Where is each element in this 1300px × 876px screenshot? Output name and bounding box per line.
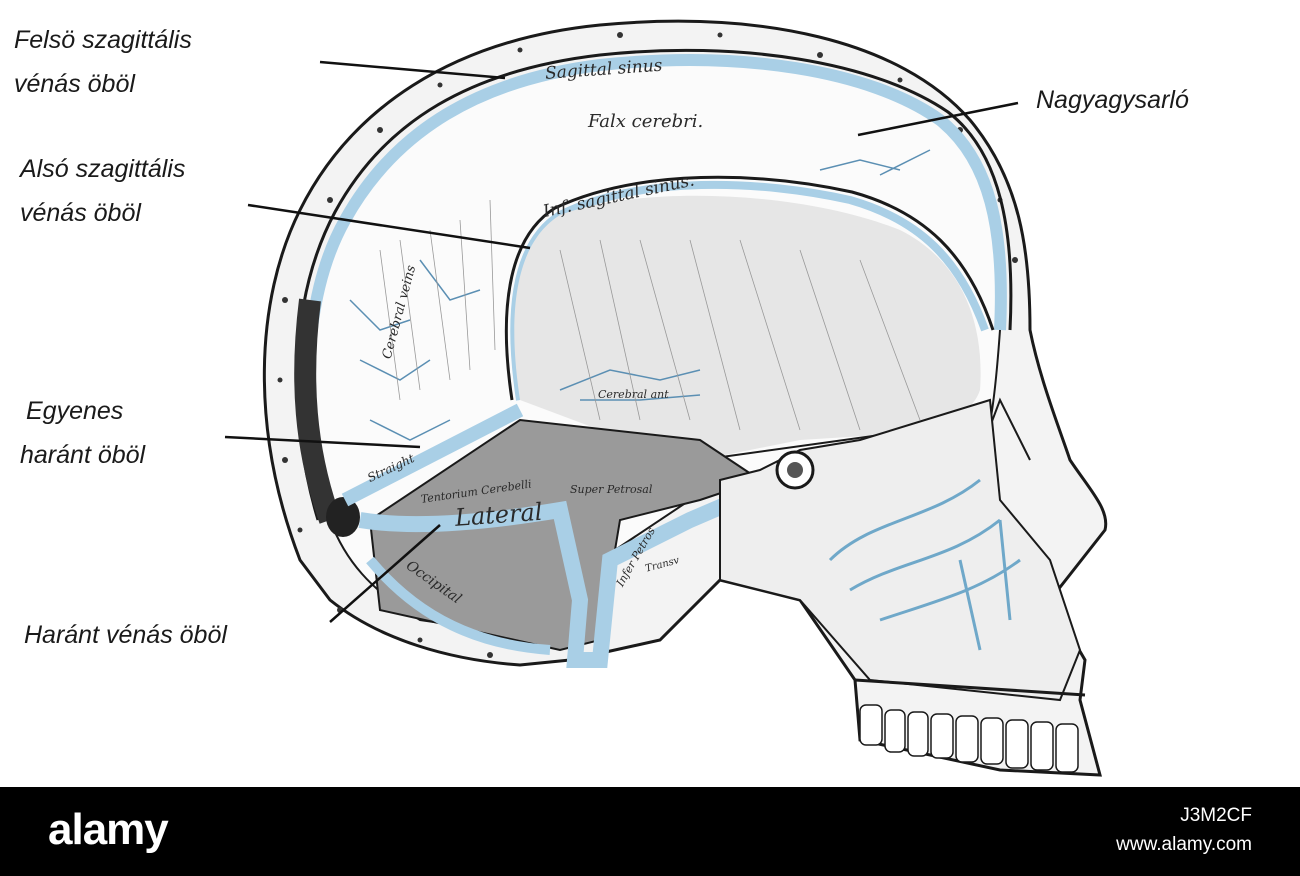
label-superior-line2: vénás öböl: [14, 70, 135, 98]
label-superior-line1: Felsö szagittális: [14, 26, 192, 54]
label-superior-sagittal-sinus: Felsö szagittális vénás öböl: [14, 18, 192, 106]
straight-sinus: [341, 403, 524, 507]
site-url: www.alamy.com: [1116, 834, 1252, 855]
label-straight-line2: haránt öböl: [20, 441, 146, 469]
label-transverse-sinus: Haránt vénás öböl: [24, 621, 227, 649]
engraving-falx-cerebri: Falx cerebri.: [587, 111, 703, 132]
leader-superior-sagittal: [319, 60, 506, 80]
label-inferior-line1: Alsó szagittális: [20, 155, 186, 183]
brand-logo: alamy: [48, 805, 169, 854]
label-inferior-line2: vénás öböl: [20, 199, 141, 227]
label-straight-line1: Egyenes: [26, 397, 124, 425]
label-straight-sinus: Egyenes haránt öböl: [20, 389, 145, 477]
watermark-footer: alamy J3M2CF www.alamy.com: [0, 787, 1300, 876]
leader-inferior-sagittal: [247, 203, 531, 250]
engraving-cerebral-ant: Cerebral ant: [598, 388, 669, 401]
stock-id: J3M2CF: [1180, 805, 1252, 826]
engraving-lateral: Lateral: [453, 498, 543, 532]
skull-illustration: Sagittal sinus Falx cerebri. Inf. sagitt…: [224, 19, 1108, 777]
leader-falx: [857, 101, 1019, 137]
engraving-sup-petrosal: Super Petrosal: [570, 483, 653, 496]
leader-straight-sinus: [224, 435, 421, 449]
label-falx-cerebri: Nagyagysarló: [1036, 86, 1189, 114]
label-inferior-sagittal-sinus: Alsó szagittális vénás öböl: [20, 147, 185, 235]
anatomy-figure: Sagittal sinus Falx cerebri. Inf. sagitt…: [14, 18, 1189, 777]
leader-transverse-sinus: [329, 524, 441, 623]
transverse-sinus: [358, 482, 764, 668]
